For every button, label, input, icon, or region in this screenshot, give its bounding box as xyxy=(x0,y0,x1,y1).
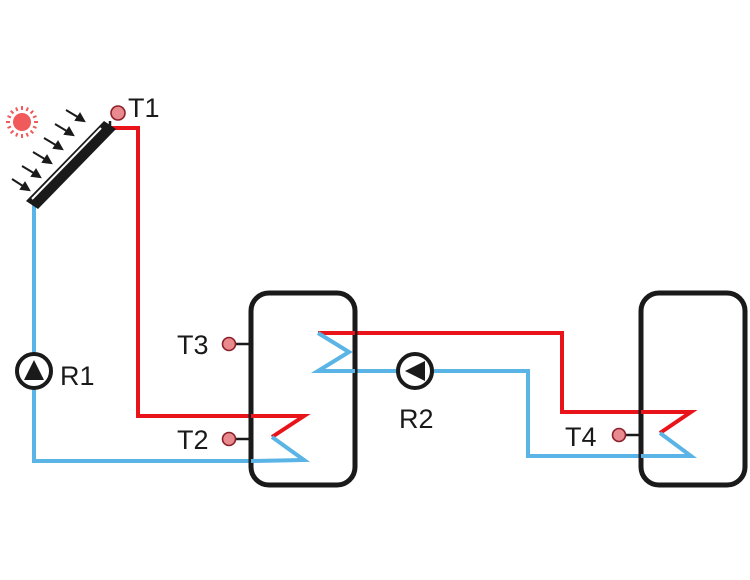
sensor-t2 xyxy=(221,431,251,447)
temperature-sensor-icon xyxy=(221,431,237,447)
temperature-sensor-icon xyxy=(221,336,237,352)
solar-radiation-arrows xyxy=(11,109,86,192)
sensor-t3 xyxy=(221,336,251,352)
pump-icon xyxy=(24,360,44,380)
pump-label-r1: R1 xyxy=(60,361,95,391)
transfer-coil-tank-1 xyxy=(310,331,355,373)
sensor-label-t3: T3 xyxy=(177,330,209,360)
sun-icon xyxy=(6,106,38,138)
transfer-supply-pipe xyxy=(318,331,698,458)
storage-tank-1 xyxy=(248,290,358,488)
temperature-sensor-icon xyxy=(611,427,627,443)
transfer-return-pipe xyxy=(310,331,691,458)
temperature-sensor-icon xyxy=(110,105,126,121)
pump-r1 xyxy=(15,352,53,390)
solar-collector-icon xyxy=(26,121,116,209)
pump-r2 xyxy=(396,352,434,390)
heat-exchanger-coil-icon xyxy=(250,414,311,463)
sensor-label-t4: T4 xyxy=(565,422,597,452)
sensor-label-t1: T1 xyxy=(128,93,160,123)
sensor-t4 xyxy=(611,427,641,443)
collector-return-pipe xyxy=(32,205,304,463)
pump-icon xyxy=(405,361,425,381)
transfer-coil-tank-2 xyxy=(641,410,698,458)
sensor-label-t2: T2 xyxy=(177,425,209,455)
sensor-t1 xyxy=(108,105,126,128)
pump-label-r2: R2 xyxy=(399,404,434,434)
